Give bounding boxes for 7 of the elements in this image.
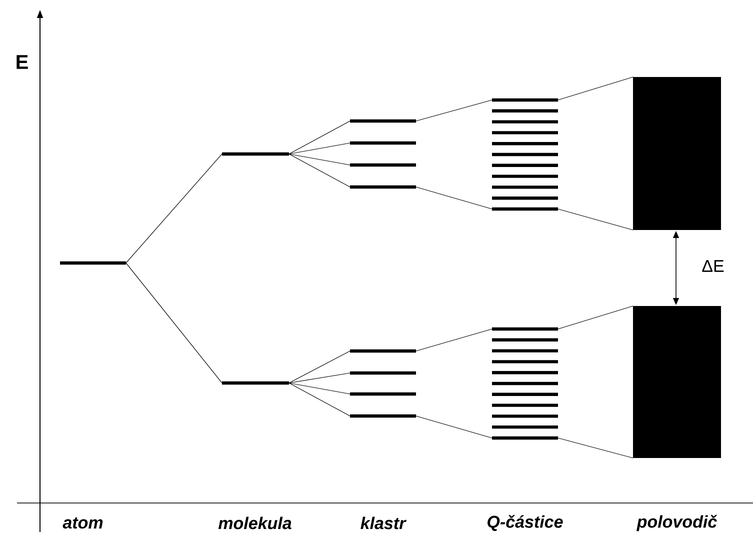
category-label: Q-částice — [488, 514, 563, 531]
gap-label: ΔE — [702, 260, 724, 272]
category-label: klastr — [360, 516, 406, 530]
category-label: atom — [62, 517, 103, 529]
category-label: molekula — [218, 516, 292, 530]
axis-label: E — [16, 55, 28, 69]
category-label: polovodič — [636, 514, 717, 532]
